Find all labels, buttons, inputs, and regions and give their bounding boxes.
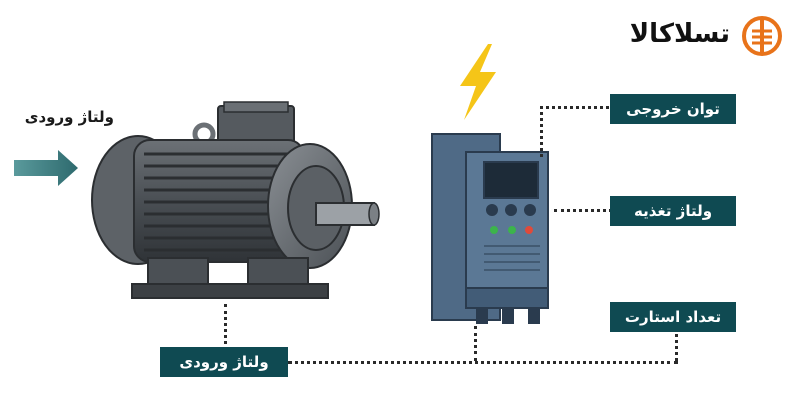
- tesla-coil-circle-icon: [742, 16, 782, 56]
- connector: [540, 106, 615, 157]
- connector: [474, 326, 477, 361]
- connector: [554, 209, 612, 212]
- lightning-bolt-icon: [460, 44, 496, 120]
- electric-motor-icon: [91, 101, 380, 299]
- connector: [288, 361, 678, 364]
- brand-name: تسلاکالا: [629, 19, 730, 49]
- output-power-label: توان خروجی: [610, 94, 736, 124]
- arrow-right-icon: [14, 150, 78, 186]
- input-voltage-caption: ولتاژ ورودی: [24, 108, 114, 126]
- connector: [224, 304, 227, 344]
- input-voltage-label: ولتاژ ورودی: [160, 347, 288, 377]
- start-count-label: تعداد استارت: [610, 302, 736, 332]
- supply-voltage-label: ولتاژ تغذیه: [610, 196, 736, 226]
- soft-starter-icon: [431, 133, 549, 324]
- connector: [675, 334, 678, 361]
